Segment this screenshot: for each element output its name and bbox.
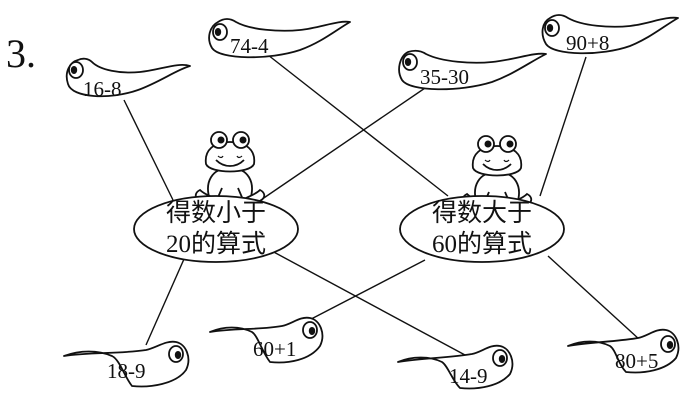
tadpole-90-8: 90+8 bbox=[541, 14, 679, 55]
tadpole-18-9: 18-9 bbox=[63, 340, 190, 388]
category-line-2: 60的算式 bbox=[432, 230, 532, 258]
tadpole-label: 18-9 bbox=[107, 359, 146, 383]
tadpole-label: 60+1 bbox=[253, 337, 296, 361]
tadpole-label: 35-30 bbox=[420, 65, 469, 89]
tadpole-label: 80+5 bbox=[615, 349, 658, 373]
tadpole-35-30: 35-30 bbox=[398, 49, 547, 91]
line-90-8 bbox=[539, 56, 587, 197]
category-greater-than-60: 得数大于 60的算式 bbox=[399, 195, 565, 263]
category-line-1: 得数小于 bbox=[166, 199, 266, 227]
line-14-9 bbox=[269, 249, 466, 356]
tadpole-label: 14-9 bbox=[449, 364, 488, 388]
category-less-than-20: 得数小于 20的算式 bbox=[133, 195, 299, 263]
tadpole-label: 74-4 bbox=[230, 34, 269, 58]
frog-left-icon bbox=[194, 131, 266, 203]
category-line-2: 20的算式 bbox=[166, 230, 266, 258]
problem-number: 3. bbox=[6, 31, 36, 76]
tadpole-label: 90+8 bbox=[566, 31, 609, 55]
line-35-30 bbox=[254, 85, 429, 205]
tadpole-60-1: 60+1 bbox=[209, 316, 324, 364]
tadpole-80-5: 80+5 bbox=[567, 328, 680, 374]
tadpole-label: 16-8 bbox=[83, 77, 122, 101]
tadpole-16-8: 16-8 bbox=[65, 57, 191, 101]
line-74-4 bbox=[267, 54, 449, 197]
tadpole-14-9: 14-9 bbox=[397, 344, 514, 390]
line-18-9 bbox=[145, 249, 189, 346]
tadpole-74-4: 74-4 bbox=[208, 18, 351, 59]
line-80-5 bbox=[547, 255, 641, 341]
line-16-8 bbox=[123, 99, 174, 201]
category-line-1: 得数大于 bbox=[432, 199, 532, 227]
